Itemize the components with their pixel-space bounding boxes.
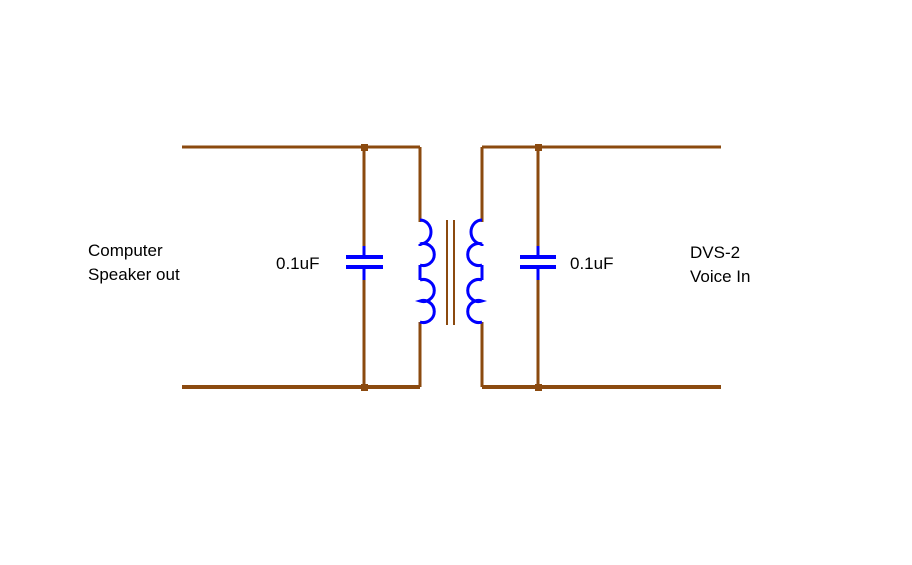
wires [182, 145, 721, 389]
junction-dot [535, 384, 542, 391]
output-label-line1: DVS-2 [690, 243, 741, 262]
junctions [361, 144, 542, 391]
transformer-secondary-coil [466, 218, 488, 324]
input-label-line2: Speaker out [88, 265, 180, 284]
components [346, 218, 556, 324]
junction-dot [535, 144, 542, 151]
input-label-line1: Computer [88, 241, 163, 260]
capacitor-left-value: 0.1uF [276, 254, 320, 273]
junction-dot [361, 144, 368, 151]
output-label-line2: Voice In [690, 267, 751, 286]
junction-dot [361, 384, 368, 391]
capacitor-right-value: 0.1uF [570, 254, 614, 273]
transformer-primary-coil [414, 218, 436, 324]
